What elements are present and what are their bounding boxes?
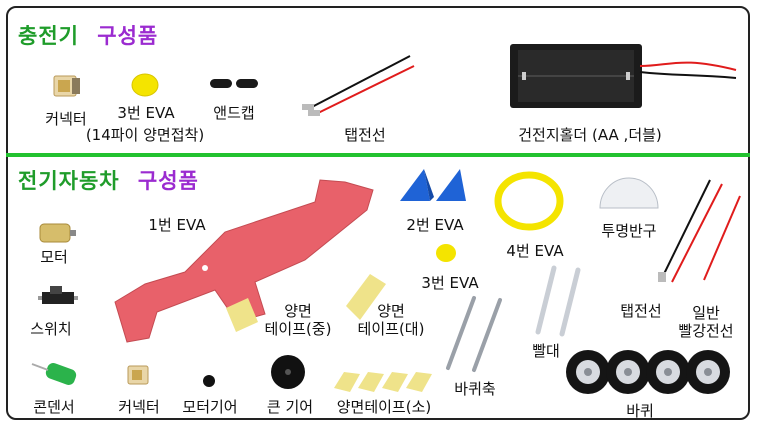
red-wire-label: 일반 빨강전선 [678,304,734,340]
eva2-image [400,169,466,201]
wheel-label: 바퀴 [626,402,654,420]
charger-heading-sub: 구성품 [97,24,159,48]
tap-wire-image [302,55,415,116]
car-eva3-image [436,244,456,262]
battery-holder-image [510,44,737,108]
motor-gear-label: 모터기어 [182,398,238,416]
eva1-car-body [114,179,374,343]
car-connector-image [127,365,149,385]
connector-image [53,75,80,97]
car-tap-wire-label: 탭전선 [620,302,662,320]
car-tap-wire-image [658,179,741,283]
charger-heading: 충전기 구성품 [18,20,158,50]
big-gear-image [271,355,305,389]
switch-label: 스위치 [30,320,72,338]
tape-small-image [334,372,432,392]
straw-image [535,265,581,337]
section-divider [6,153,750,157]
charger-tap-wire-label: 탭전선 [344,126,386,144]
tape-small-label: 양면테이프(소) [336,398,432,416]
eva4-label: 4번 EVA [506,242,564,260]
car-heading-sub: 구성품 [137,169,199,193]
charger-eva3-note: (14파이 양면접착) [85,126,205,144]
big-gear-label: 큰 기어 [266,398,314,416]
charger-eva3-label: 3번 EVA [117,104,175,122]
battery-holder-label: 건전지홀더 (AA ,더블) [518,126,662,144]
tape-mid-image [226,298,258,332]
tape-large-image [346,274,386,320]
wheels-image [566,350,730,394]
charger-heading-title: 충전기 [18,24,79,48]
eva4-ring-image [494,171,564,231]
motor-image [39,223,76,243]
axle-label: 바퀴축 [454,380,496,398]
eva2-label: 2번 EVA [406,216,464,234]
tape-mid-label: 양면 테이프(중) [264,302,332,338]
motor-label: 모터 [40,248,68,266]
dome-label: 투명반구 [601,222,657,240]
eva1-label: 1번 EVA [148,216,206,234]
car-connector-label: 커넥터 [118,398,160,416]
capacitor-image [31,363,77,385]
dome-image [599,177,659,209]
car-eva3-label: 3번 EVA [421,274,479,292]
capacitor-label: 콘덴서 [33,398,75,416]
switch-image [38,286,78,304]
eva3-image [131,73,159,97]
straw-label: 빨대 [532,342,560,360]
charger-connector-label: 커넥터 [45,110,87,128]
car-heading-title: 전기자동차 [18,169,120,193]
charger-endcap-label: 앤드캡 [213,104,255,122]
car-heading: 전기자동차 구성품 [18,165,199,195]
tape-large-label: 양면 테이프(대) [357,302,425,338]
axle-image [446,296,502,372]
endcap-image [210,79,258,88]
motor-gear-image [203,375,215,387]
